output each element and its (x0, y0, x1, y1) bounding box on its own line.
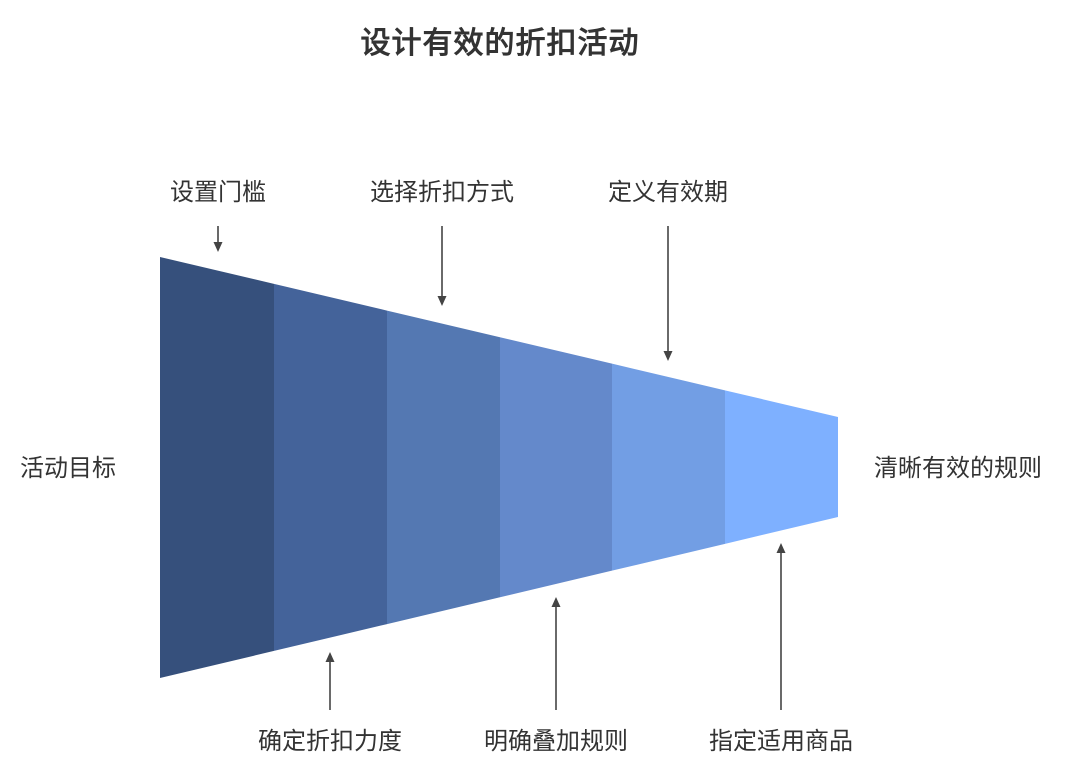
funnel-segment-6 (725, 390, 838, 544)
end-label: 清晰有效的规则 (874, 454, 1042, 482)
top-arrow-2 (437, 226, 447, 306)
bottom-arrow-1 (325, 652, 335, 710)
top-arrow-3 (663, 226, 673, 361)
bottom-step-2: 明确叠加规则 (484, 727, 628, 755)
top-step-2: 选择折扣方式 (370, 178, 514, 206)
bottom-arrow-2 (551, 597, 561, 710)
top-step-3: 定义有效期 (608, 178, 728, 206)
top-step-1: 设置门槛 (170, 178, 266, 206)
funnel-segment-5 (612, 363, 725, 571)
top-arrow-1 (213, 226, 223, 252)
start-label: 活动目标 (20, 454, 116, 482)
bottom-arrow-3 (776, 543, 786, 710)
funnel-segment-4 (500, 337, 612, 598)
funnel-segment-3 (387, 310, 500, 625)
bottom-step-3: 指定适用商品 (709, 727, 853, 755)
bottom-step-1: 确定折扣力度 (258, 727, 402, 755)
funnel-segment-2 (274, 283, 387, 651)
diagram-title: 设计有效的折扣活动 (360, 26, 640, 61)
funnel-segment-1 (160, 257, 274, 678)
